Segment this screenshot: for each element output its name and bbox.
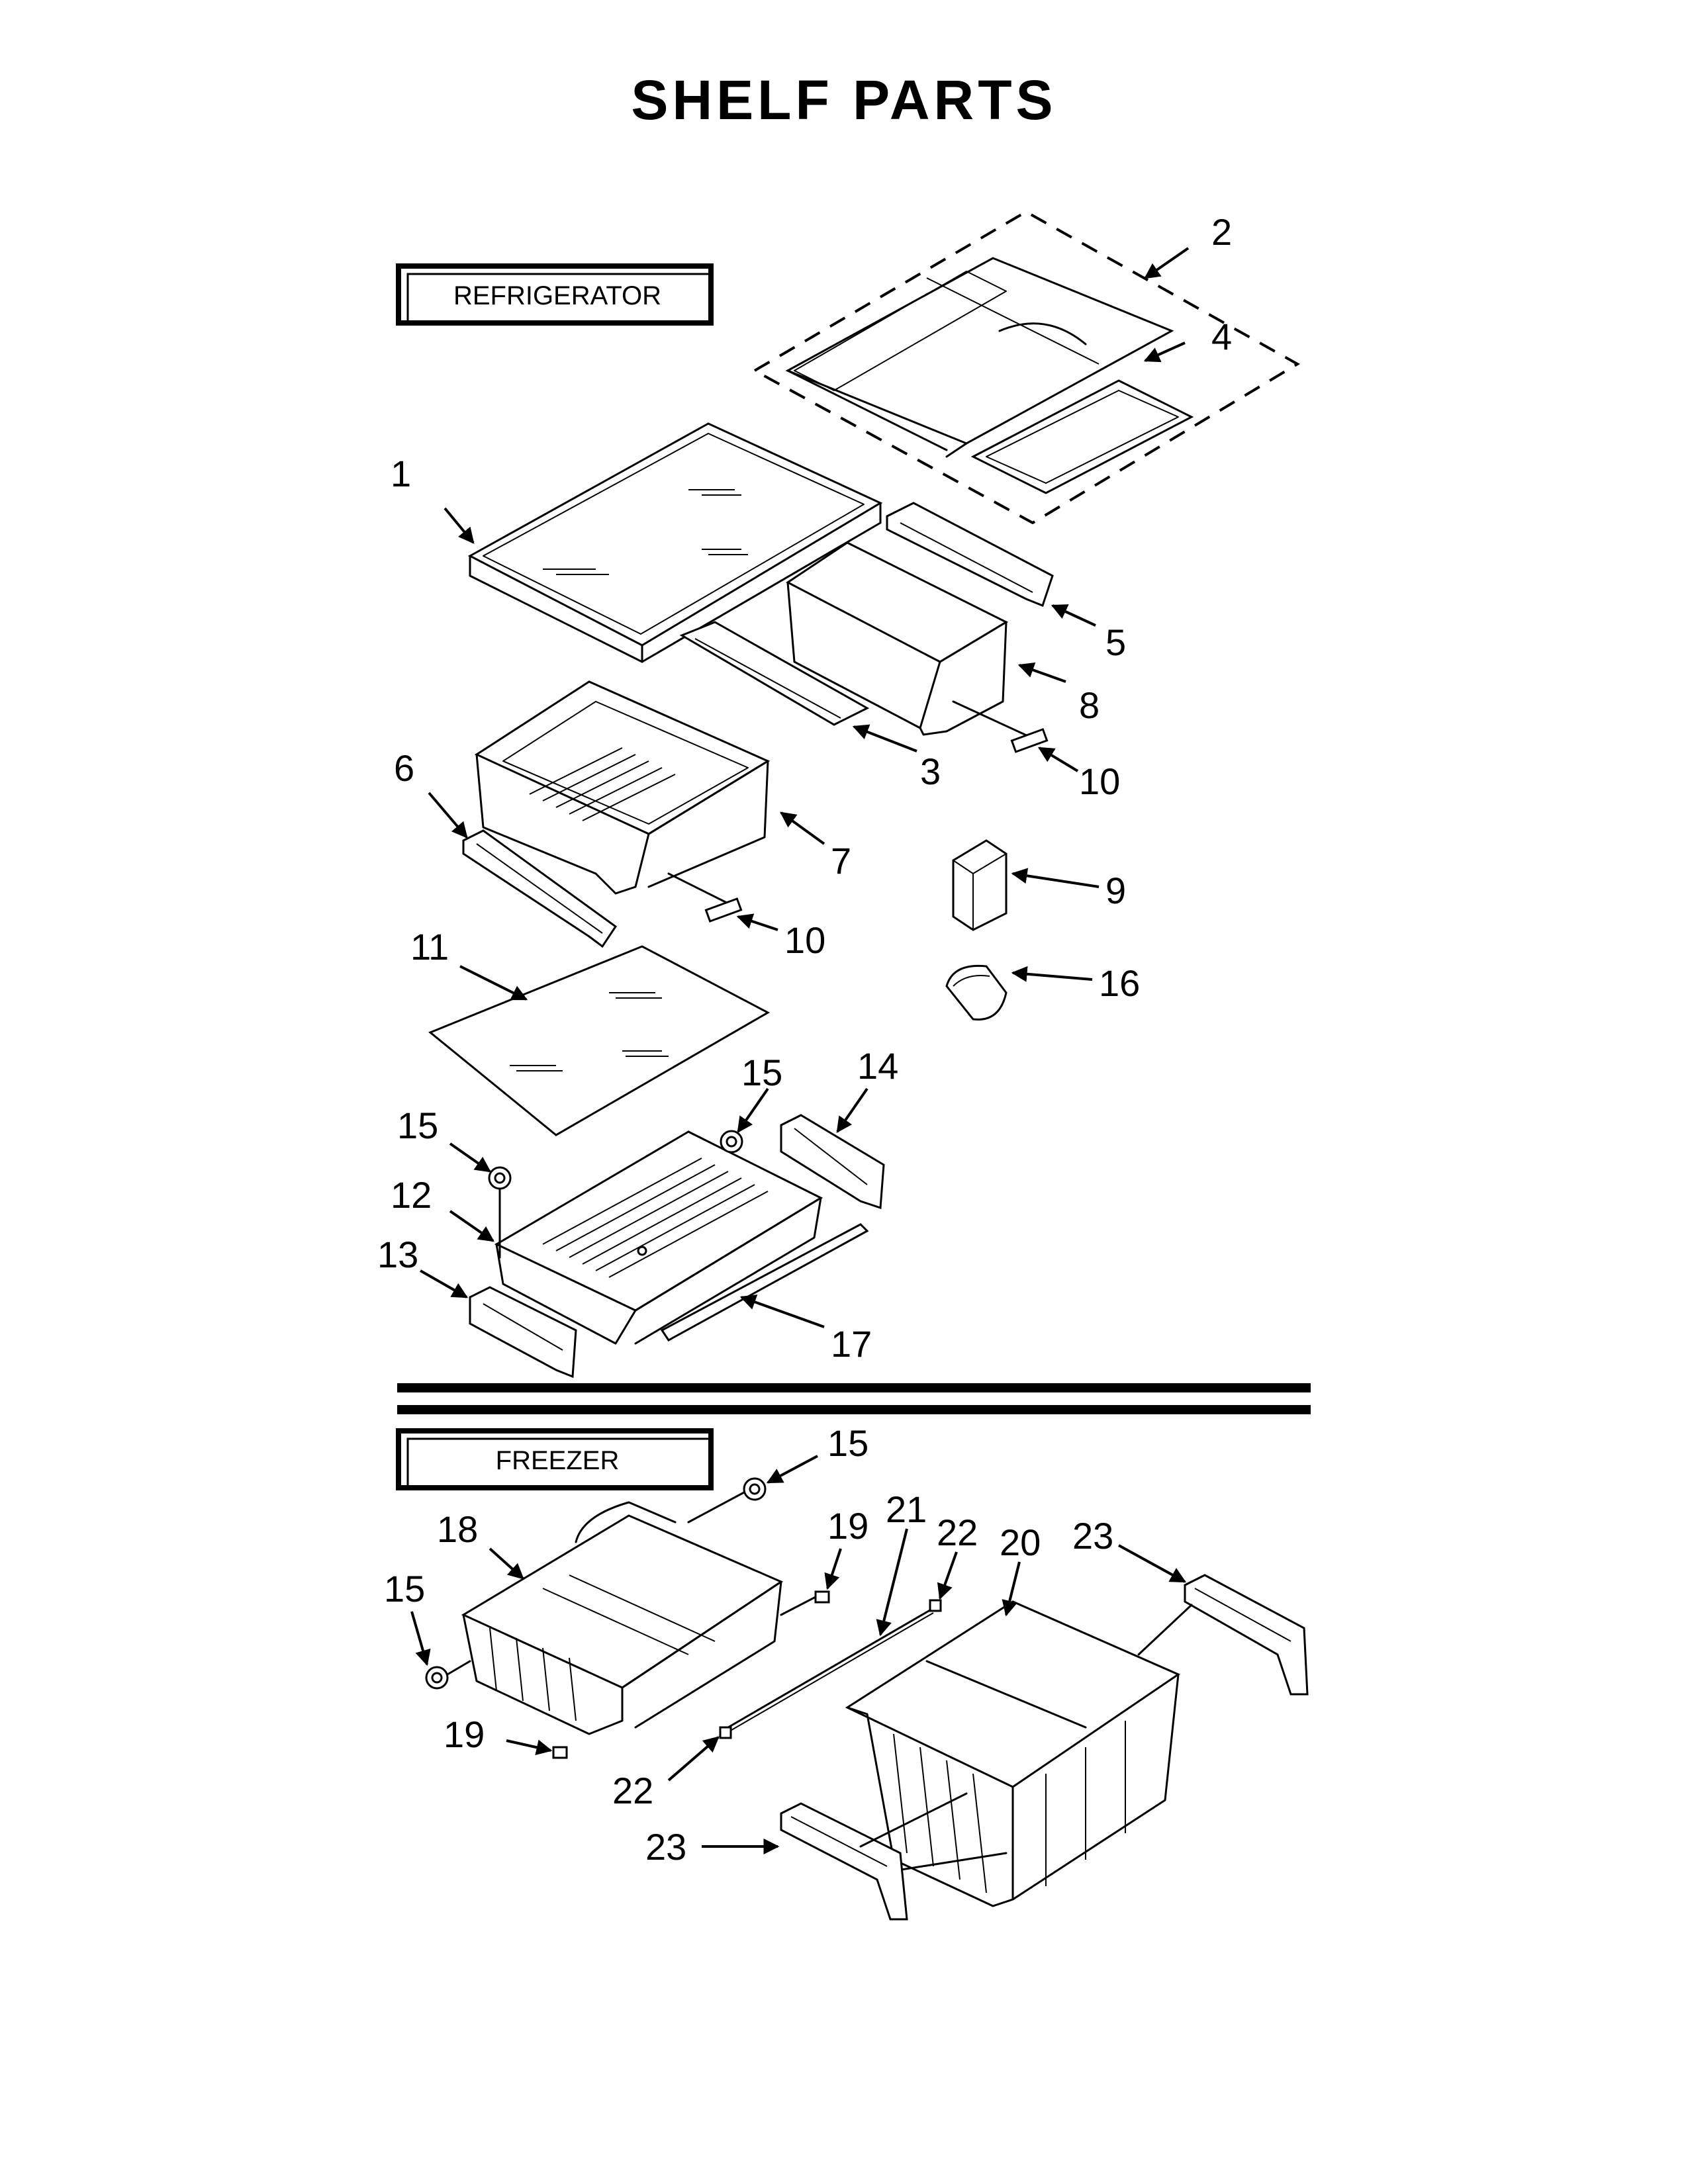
callout-16: 16: [1099, 962, 1140, 1004]
part-12-deli-pan: [494, 1130, 823, 1345]
callout-23b: 23: [645, 1826, 686, 1868]
part-6-rail: [462, 829, 618, 948]
callout-9: 9: [1105, 870, 1126, 911]
callout-arrows: [410, 247, 1190, 1854]
callout-3: 3: [920, 751, 941, 792]
freezer-label-text: FREEZER: [496, 1446, 620, 1475]
callout-19b: 19: [444, 1713, 485, 1755]
part-9-filter: [952, 839, 1008, 931]
part-14-slide-bracket: [780, 1114, 885, 1210]
part-22b-rod-end: [719, 1726, 732, 1739]
part-16-filter-cover: [945, 964, 1008, 1021]
callout-8: 8: [1079, 684, 1100, 726]
part-10a-clip: [952, 700, 1049, 753]
part-19a-screw: [780, 1590, 830, 1616]
callout-1: 1: [391, 453, 411, 494]
callout-15d: 15: [384, 1568, 425, 1610]
callout-20: 20: [1000, 1522, 1041, 1563]
callout-5: 5: [1105, 621, 1126, 663]
section-divider: [397, 1383, 1311, 1414]
refrigerator-label-text: REFRIGERATOR: [453, 281, 661, 310]
callout-22b: 22: [612, 1770, 653, 1811]
part-11-glass-shelf: [428, 945, 771, 1136]
callout-22a: 22: [937, 1512, 978, 1553]
part-10b-clip: [667, 872, 743, 923]
callout-21: 21: [886, 1488, 927, 1530]
callout-2: 2: [1211, 211, 1232, 253]
callout-6: 6: [394, 747, 414, 789]
part-3-cover: [679, 621, 870, 726]
part-15d-roller: [425, 1660, 471, 1690]
callout-13: 13: [377, 1234, 418, 1275]
part-15c-roller: [687, 1477, 767, 1524]
callout-15b: 15: [397, 1105, 438, 1146]
part-19b-screw: [552, 1746, 568, 1759]
part-20-lower-freezer-basket: [845, 1600, 1181, 1907]
callout-11: 11: [410, 926, 449, 968]
callout-labels: 2 4 1 5 8 3 10 6 7 9 10 16 11 15 14 15 1…: [377, 211, 1232, 1868]
callout-19a: 19: [827, 1505, 868, 1547]
callout-10a: 10: [1079, 760, 1120, 802]
part-2-4-top-shelf-assembly: [751, 210, 1300, 525]
part-17-trim-strip: [660, 1223, 869, 1342]
part-15b-roller: [720, 1130, 743, 1154]
part-15a-roller: [488, 1166, 512, 1259]
part-1-glass-shelf: [467, 422, 883, 663]
callout-12: 12: [391, 1174, 432, 1216]
part-13-slide-bracket: [469, 1286, 577, 1379]
part-23b-slide-rail: [780, 1792, 968, 1921]
callout-15a: 15: [741, 1052, 782, 1093]
callout-23a: 23: [1072, 1515, 1113, 1557]
part-22a-rod-end: [929, 1599, 942, 1612]
callout-15c: 15: [827, 1422, 868, 1464]
freezer-section-label: FREEZER: [396, 1428, 714, 1490]
callout-14: 14: [857, 1045, 898, 1087]
callout-4: 4: [1211, 316, 1232, 357]
part-8-upper-crisper-drawer: [786, 541, 1009, 736]
part-5-rail: [886, 502, 1054, 607]
callout-17: 17: [831, 1323, 872, 1365]
part-23a-slide-rail: [1137, 1574, 1309, 1696]
callout-7: 7: [831, 840, 851, 882]
part-18-upper-freezer-basket: [461, 1501, 784, 1735]
part-21-rod: [727, 1607, 935, 1733]
callout-18: 18: [437, 1508, 478, 1550]
refrigerator-section-label: REFRIGERATOR: [396, 263, 714, 326]
page-title: SHELF PARTS: [631, 69, 1056, 131]
callout-10b: 10: [784, 919, 825, 961]
part-7-lower-crisper-drawer: [474, 680, 771, 895]
